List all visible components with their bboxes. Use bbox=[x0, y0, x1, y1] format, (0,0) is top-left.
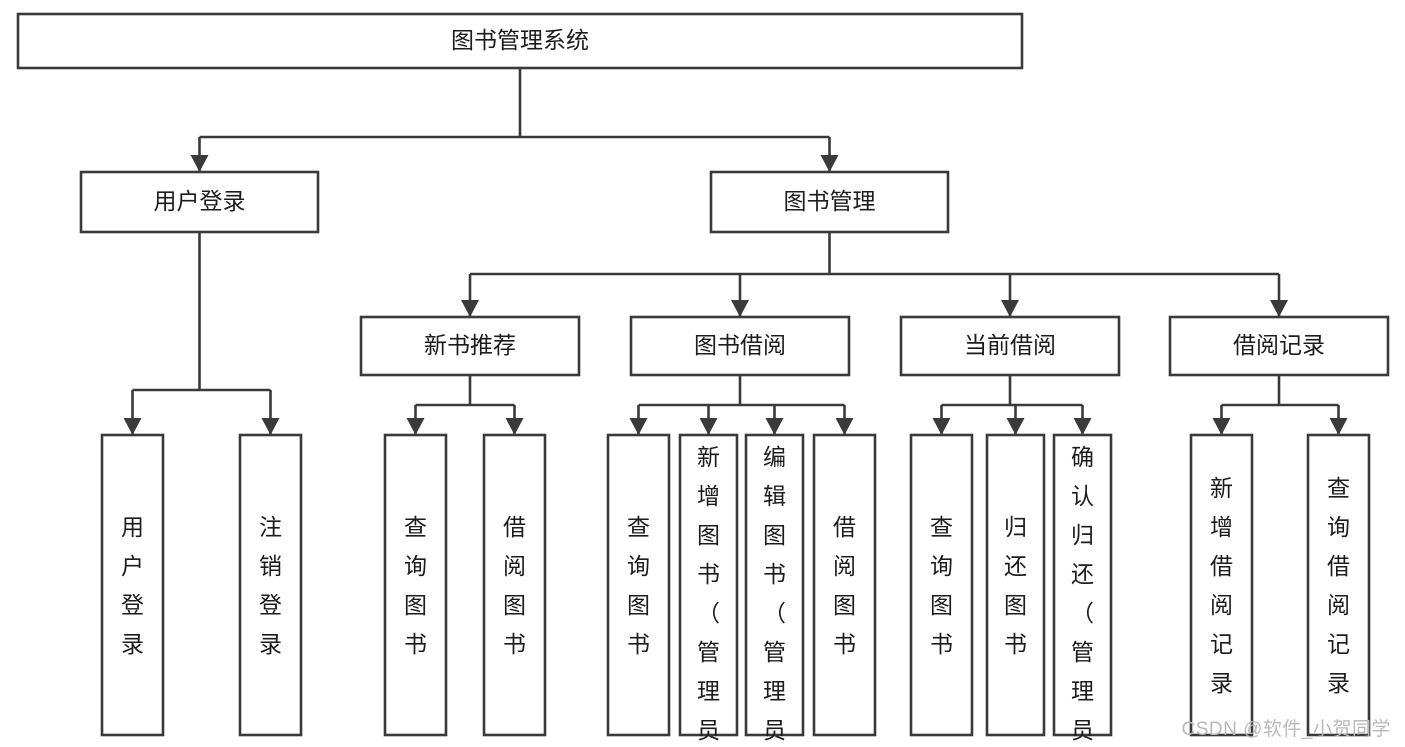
node-box[interactable] bbox=[1168, 315, 1390, 377]
node-label: 查询图书 bbox=[404, 514, 427, 657]
node-leaf-edit-book-admin[interactable]: 编辑图书（管理员） bbox=[744, 433, 805, 747]
arrow-head-icon bbox=[820, 155, 839, 172]
node-label: 用户登录 bbox=[154, 188, 246, 214]
node-label: 查询图书 bbox=[930, 514, 953, 657]
node-user-login[interactable]: 用户登录 bbox=[79, 170, 320, 234]
node-leaf-query-borrow-record[interactable]: 查询借阅记录 bbox=[1306, 433, 1371, 737]
node-box[interactable] bbox=[899, 315, 1121, 377]
arrow-head-icon bbox=[505, 418, 524, 435]
node-label: 借阅图书 bbox=[503, 514, 526, 657]
arrow-head-icon bbox=[932, 418, 951, 435]
node-label: 用户登录 bbox=[121, 514, 144, 657]
node-label: 新书推荐 bbox=[424, 332, 516, 358]
arrow-head-icon bbox=[629, 418, 648, 435]
node-label: 归还图书 bbox=[1004, 514, 1027, 657]
node-leaf-return-book[interactable]: 归还图书 bbox=[985, 433, 1046, 737]
arrow-head-icon bbox=[261, 418, 280, 435]
node-label: 编辑图书（管理员） bbox=[763, 444, 786, 747]
node-root-system[interactable]: 图书管理系统 bbox=[16, 12, 1024, 70]
node-leaf-borrow-book-rec[interactable]: 借阅图书 bbox=[482, 433, 547, 737]
node-box[interactable] bbox=[1052, 433, 1113, 737]
arrow-head-icon bbox=[699, 418, 718, 435]
node-leaf-query-book-rec[interactable]: 查询图书 bbox=[383, 433, 448, 737]
arrow-head-icon bbox=[1001, 300, 1019, 317]
node-borrow-record[interactable]: 借阅记录 bbox=[1168, 315, 1390, 377]
arrow-head-icon bbox=[835, 418, 854, 435]
arrow-head-icon bbox=[190, 155, 209, 172]
node-leaf-borrow-book[interactable]: 借阅图书 bbox=[812, 433, 877, 737]
node-layer: 图书管理系统用户登录图书管理新书推荐图书借阅当前借阅借阅记录用户登录注销登录查询… bbox=[16, 12, 1390, 747]
arrow-head-icon bbox=[123, 418, 142, 435]
node-leaf-add-borrow-record[interactable]: 新增借阅记录 bbox=[1189, 433, 1254, 737]
node-book-borrow[interactable]: 图书借阅 bbox=[629, 315, 851, 377]
node-leaf-query-book-current[interactable]: 查询图书 bbox=[909, 433, 974, 737]
node-leaf-user-login[interactable]: 用户登录 bbox=[100, 433, 165, 737]
node-box[interactable] bbox=[1306, 433, 1371, 737]
node-box[interactable] bbox=[238, 433, 303, 737]
node-label: 当前借阅 bbox=[964, 332, 1056, 358]
arrow-head-icon bbox=[1073, 418, 1092, 435]
connector-layer bbox=[123, 68, 1348, 435]
arrow-head-icon bbox=[1006, 418, 1025, 435]
arrow-head-icon bbox=[765, 418, 784, 435]
node-label: 图书管理系统 bbox=[451, 27, 589, 53]
node-label: 图书管理 bbox=[784, 188, 876, 214]
node-label: 查询图书 bbox=[627, 514, 650, 657]
node-current-borrow[interactable]: 当前借阅 bbox=[899, 315, 1121, 377]
node-label: 确认归还（管理员） bbox=[1071, 444, 1094, 747]
node-box[interactable] bbox=[909, 433, 974, 737]
node-leaf-logout-login[interactable]: 注销登录 bbox=[238, 433, 303, 737]
node-box[interactable] bbox=[79, 170, 320, 234]
node-box[interactable] bbox=[709, 170, 950, 234]
node-box[interactable] bbox=[985, 433, 1046, 737]
arrow-head-icon bbox=[1329, 418, 1348, 435]
node-label: 注销登录 bbox=[259, 514, 282, 657]
node-box[interactable] bbox=[16, 12, 1024, 70]
node-box[interactable] bbox=[812, 433, 877, 737]
node-box[interactable] bbox=[629, 315, 851, 377]
node-box[interactable] bbox=[1189, 433, 1254, 737]
node-new-book-recommend[interactable]: 新书推荐 bbox=[359, 315, 581, 377]
node-box[interactable] bbox=[100, 433, 165, 737]
arrow-head-icon bbox=[1212, 418, 1231, 435]
node-label: 查询借阅记录 bbox=[1327, 475, 1350, 696]
arrow-head-icon bbox=[406, 418, 425, 435]
node-label: 新增图书（管理员） bbox=[697, 444, 720, 747]
node-box[interactable] bbox=[482, 433, 547, 737]
node-box[interactable] bbox=[359, 315, 581, 377]
node-leaf-confirm-return-admin[interactable]: 确认归还（管理员） bbox=[1052, 433, 1113, 747]
node-leaf-query-book-borrow[interactable]: 查询图书 bbox=[606, 433, 671, 737]
node-label: 图书借阅 bbox=[694, 332, 786, 358]
node-box[interactable] bbox=[744, 433, 805, 737]
node-leaf-add-book-admin[interactable]: 新增图书（管理员） bbox=[678, 433, 739, 747]
node-box[interactable] bbox=[678, 433, 739, 737]
node-book-management[interactable]: 图书管理 bbox=[709, 170, 950, 234]
node-label: 借阅记录 bbox=[1233, 332, 1325, 358]
arrow-head-icon bbox=[731, 300, 749, 317]
node-label: 借阅图书 bbox=[833, 514, 856, 657]
arrow-head-icon bbox=[461, 300, 479, 317]
node-box[interactable] bbox=[606, 433, 671, 737]
node-box[interactable] bbox=[383, 433, 448, 737]
arrow-head-icon bbox=[1270, 300, 1288, 317]
node-label: 新增借阅记录 bbox=[1210, 475, 1233, 696]
